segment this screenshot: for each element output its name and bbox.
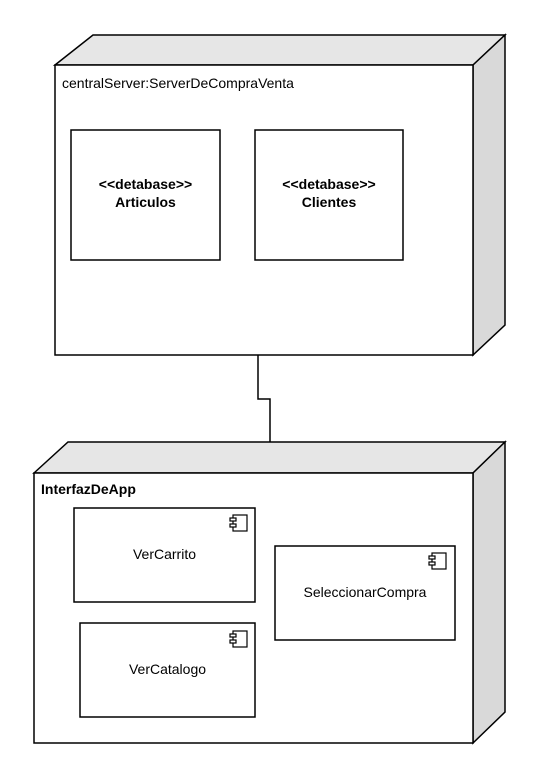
app-node-side-face: [472, 440, 506, 745]
app-node-label: InterfazDeApp: [41, 481, 136, 497]
server-node[interactable]: centralServer:ServerDeCompraVenta <<deta…: [52, 33, 507, 357]
component-icon: [428, 552, 447, 570]
component-name: SeleccionarCompra: [304, 584, 427, 600]
component-vercarrito[interactable]: VerCarrito: [73, 507, 256, 603]
server-node-label: centralServer:ServerDeCompraVenta: [62, 75, 294, 91]
database-box: [70, 129, 221, 261]
node-connection-line[interactable]: [257, 355, 271, 442]
component-seleccionarcompra[interactable]: SeleccionarCompra: [274, 545, 456, 641]
database-clientes[interactable]: <<detabase>> Clientes: [254, 129, 404, 261]
component-vercatalogo[interactable]: VerCatalogo: [79, 622, 256, 718]
app-node-top-face: [32, 441, 507, 474]
database-name: Articulos: [115, 194, 176, 210]
component-name: VerCarrito: [133, 546, 196, 562]
component-icon: [229, 514, 248, 532]
server-node-top-face: [52, 34, 507, 66]
component-box: [79, 622, 256, 718]
server-node-side-face: [472, 33, 506, 357]
database-stereotype: <<detabase>>: [282, 176, 375, 192]
database-stereotype: <<detabase>>: [99, 176, 192, 192]
component-icon: [229, 630, 248, 648]
database-box: [254, 129, 404, 261]
app-node[interactable]: InterfazDeApp VerCarrito VerCatalogo: [32, 440, 507, 745]
component-name: VerCatalogo: [129, 661, 206, 677]
component-box: [274, 545, 456, 641]
component-box: [73, 507, 256, 603]
database-articulos[interactable]: <<detabase>> Articulos: [70, 129, 221, 261]
database-name: Clientes: [302, 194, 357, 210]
